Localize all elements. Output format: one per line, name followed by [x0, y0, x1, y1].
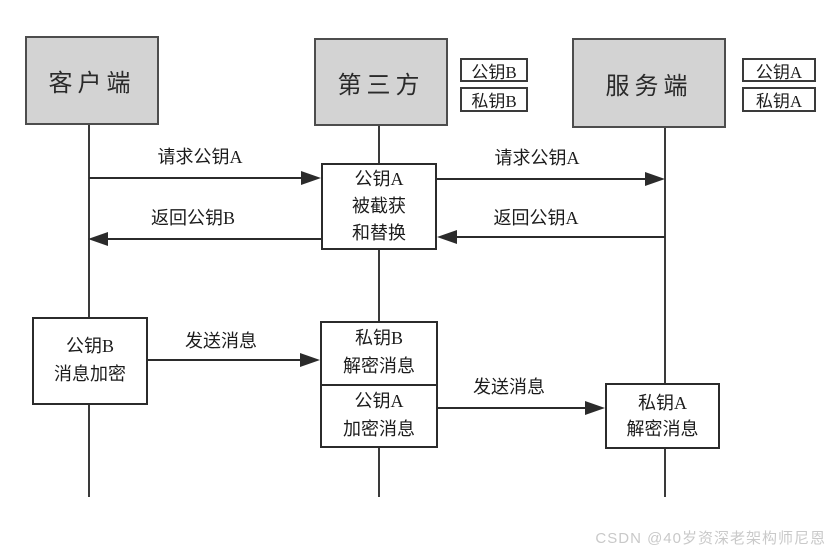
lifeline-server-upper — [664, 128, 666, 383]
message-send-left: 发送消息 — [185, 331, 257, 351]
lifeline-client-lower — [88, 405, 90, 497]
box-client-encrypt-line1: 公钥B — [65, 336, 114, 357]
actor-server-label: 服务端 — [605, 73, 693, 100]
box-mitm-encrypt: 公钥A 加密消息 — [322, 386, 436, 447]
arrow-line-send-left — [148, 359, 302, 361]
arrowhead-left-icon — [88, 232, 108, 246]
box-key-intercepted-line2: 被截获 — [352, 196, 406, 216]
arrow-line-return-b — [106, 238, 321, 240]
badge-public-key-b: 公钥B — [460, 58, 528, 82]
box-mitm-decrypt-line2: 解密消息 — [343, 356, 415, 377]
message-return-key-a: 返回公钥A — [493, 208, 579, 228]
arrow-line-return-a — [455, 236, 665, 238]
badge-public-key-a-label: 公钥A — [755, 62, 803, 82]
box-key-intercepted: 公钥A 被截获 和替换 — [321, 163, 437, 250]
arrowhead-right-icon — [645, 172, 665, 186]
box-server-decrypt-line2: 解密消息 — [626, 419, 699, 439]
arrowhead-right-icon — [300, 353, 320, 367]
lifeline-client-upper — [88, 125, 90, 317]
badge-private-key-b-label: 私钥B — [471, 92, 517, 111]
box-mitm-encrypt-line2: 加密消息 — [343, 418, 415, 439]
arrowhead-left-icon — [437, 230, 457, 244]
box-mitm-decrypt: 私钥B 解密消息 — [322, 323, 436, 386]
badge-private-key-b: 私钥B — [460, 87, 528, 112]
box-server-decrypt: 私钥A 解密消息 — [605, 383, 720, 449]
actor-client: 客户端 — [25, 36, 159, 125]
lifeline-middle-mid — [378, 250, 380, 321]
box-client-encrypt-line2: 消息加密 — [54, 364, 126, 384]
arrow-line-send-right — [438, 407, 587, 409]
box-client-encrypt: 公钥B 消息加密 — [32, 317, 148, 405]
box-key-intercepted-line1: 公钥A — [354, 169, 404, 189]
lifeline-middle-lower — [378, 448, 380, 497]
box-mitm-stack: 私钥B 解密消息 公钥A 加密消息 — [320, 321, 438, 448]
badge-private-key-a-label: 私钥A — [755, 92, 803, 111]
lifeline-middle-upper — [378, 126, 380, 163]
box-server-decrypt-line1: 私钥A — [638, 392, 687, 413]
actor-third-party-label: 第三方 — [337, 72, 425, 99]
badge-private-key-a: 私钥A — [742, 87, 816, 112]
box-key-intercepted-line3: 和替换 — [352, 223, 406, 243]
arrow-line-request-a-left — [89, 177, 303, 179]
message-return-key-b: 返回公钥B — [150, 208, 235, 228]
message-request-key-a-right: 请求公钥A — [494, 148, 580, 168]
message-send-right: 发送消息 — [473, 377, 545, 397]
box-mitm-encrypt-line1: 公钥A — [354, 390, 404, 411]
box-mitm-decrypt-line1: 私钥B — [354, 328, 403, 349]
actor-server: 服务端 — [572, 38, 726, 128]
actor-third-party: 第三方 — [314, 38, 448, 126]
message-request-key-a-left: 请求公钥A — [157, 147, 243, 167]
arrowhead-right-icon — [301, 171, 321, 185]
arrowhead-right-icon — [585, 401, 605, 415]
actor-client-label: 客户端 — [48, 71, 136, 97]
arrow-line-request-a-right — [437, 178, 645, 180]
lifeline-server-lower — [664, 449, 666, 497]
csdn-watermark: CSDN @40岁资深老架构师尼恩 — [595, 530, 826, 547]
badge-public-key-b-label: 公钥B — [471, 62, 517, 82]
badge-public-key-a: 公钥A — [742, 58, 816, 82]
